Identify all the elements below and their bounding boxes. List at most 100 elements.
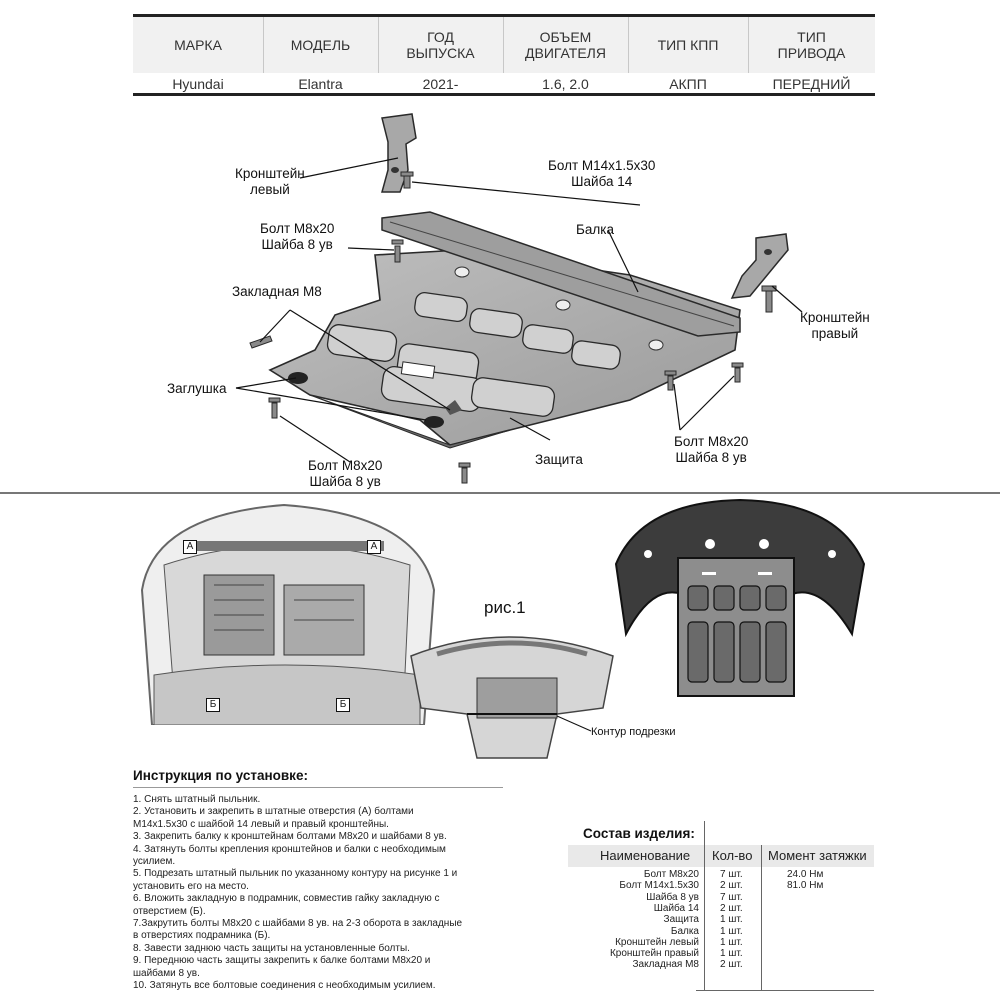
instruction-step: 2. Установить и закрепить в штатные отве…: [133, 806, 414, 830]
label-shield: Защита: [535, 452, 583, 467]
composition-bottom-rule: [696, 990, 874, 991]
instruction-step: 9. Переднюю часть защиты закрепить к бал…: [133, 955, 431, 979]
composition-row: Болт М8х20 7 шт. 24.0 Нм: [568, 869, 874, 880]
label-plug: Заглушка: [167, 381, 227, 396]
instruction-step: 1. Снять штатный пыльник.: [133, 794, 261, 805]
instruction-step: 8. Завести заднюю часть защиты на устано…: [133, 942, 410, 954]
instruction-step: 5. Подрезать штатный пыльник по указанно…: [133, 868, 458, 892]
part-qty: 2 шт.: [720, 959, 743, 971]
instruction-step: 3. Закрепить балку к кронштейнам болтами…: [133, 831, 447, 843]
table-separator: [378, 17, 379, 73]
instructions-list: 1. Снять штатный пыльник. 2. Установить …: [133, 794, 505, 993]
bolt-parts: [249, 171, 777, 484]
spec-value-model: Elantra: [298, 76, 343, 92]
part-qty: 7 шт.: [720, 891, 743, 903]
marker-a-left: А: [183, 540, 197, 554]
spec-value-brand: Hyundai: [172, 76, 224, 92]
spec-column-gearbox: ТИП КПП АКПП: [628, 17, 748, 93]
trim-contour-photo: [407, 618, 617, 768]
beam-part: [381, 211, 741, 337]
section-divider: [0, 492, 1000, 494]
spec-header-gearbox: ТИП КПП: [657, 37, 719, 53]
spec-column-year: ГОД ВЫПУСКА 2021-: [378, 17, 503, 93]
table-separator: [628, 17, 629, 73]
composition-row: Балка 1 шт.: [568, 926, 874, 937]
composition-column-rule: [704, 821, 705, 991]
composition-column-rule: [761, 845, 762, 991]
shield-plate: [268, 249, 741, 449]
composition-row: Болт М14х1.5х30 2 шт. 81.0 Нм: [568, 880, 874, 891]
part-name: Балка: [670, 925, 699, 937]
composition-header-name: Наименование: [600, 848, 691, 863]
composition-row: Шайба 8 ув 7 шт.: [568, 892, 874, 903]
composition-row: Шайба 14 2 шт.: [568, 903, 874, 914]
label-bolt-m8-bottom: Болт М8х20 Шайба 8 ув: [308, 458, 383, 489]
composition-row: Защита 1 шт.: [568, 914, 874, 925]
table-separator: [503, 17, 504, 73]
label-bolt-m8-right: Болт М8х20 Шайба 8 ув: [674, 434, 749, 465]
underside-photo-left: А А Б Б: [134, 495, 440, 726]
composition-title: Состав изделия:: [583, 826, 695, 841]
composition-row: Кронштейн левый 1 шт.: [568, 937, 874, 948]
part-name: Болт М8х20: [643, 869, 699, 880]
part-name: Шайба 8 ув: [646, 891, 699, 903]
spec-column-model: МОДЕЛЬ Elantra: [263, 17, 378, 93]
trim-contour-label: Контур подрезки: [591, 726, 676, 738]
spec-value-year: 2021-: [422, 76, 459, 92]
spec-column-brand: МАРКА Hyundai: [133, 17, 263, 93]
leader-lines: [235, 157, 803, 463]
instructions-rule: [133, 787, 503, 788]
label-insert-m8: Закладная М8: [232, 284, 322, 299]
table-separator: [263, 17, 264, 73]
label-bolt-m8-top: Болт М8х20 Шайба 8 ув: [260, 221, 335, 252]
spec-header-engine: ОБЪЕМ ДВИГАТЕЛЯ: [525, 29, 606, 61]
label-bracket-right: Кронштейн правый: [800, 310, 870, 341]
part-torque: 81.0 Нм: [787, 880, 824, 892]
exploded-assembly-diagram: Кронштейн левый Болт М14х1.5х30 Шайба 14…: [150, 100, 910, 500]
composition-header-qty: Кол-во: [712, 848, 753, 863]
label-beam: Балка: [576, 222, 614, 237]
spec-value-gearbox: АКПП: [669, 76, 707, 92]
composition-row: Кронштейн правый 1 шт.: [568, 948, 874, 959]
left-bracket-part: [381, 113, 417, 193]
label-bolt-m14: Болт М14х1.5х30 Шайба 14: [548, 158, 656, 189]
right-bracket-part: [730, 233, 789, 299]
spec-value-engine: 1.6, 2.0: [542, 76, 589, 92]
part-qty: 1 шт.: [720, 948, 743, 960]
part-torque: 24.0 Нм: [787, 869, 824, 880]
spec-header-brand: МАРКА: [174, 37, 222, 53]
diagram-drawing: [235, 113, 803, 484]
instruction-step: 7.Закрутить болты М8х20 с шайбами 8 ув. …: [133, 918, 463, 942]
instruction-step: 4. Затянуть болты крепления кронштейнов …: [133, 843, 446, 868]
table-top-rule: [133, 14, 875, 17]
instruction-step: 6. Вложить закладную в подрамник, совмес…: [133, 893, 440, 917]
composition-header-torque: Момент затяжки: [768, 848, 867, 863]
part-name: Кронштейн правый: [609, 948, 699, 960]
table-bottom-rule: [133, 93, 875, 96]
part-qty: 2 шт.: [720, 880, 743, 892]
spec-value-drive: ПЕРЕДНИЙ: [772, 76, 851, 92]
spec-header-model: МОДЕЛЬ: [290, 37, 351, 53]
part-qty: 1 шт.: [720, 925, 743, 937]
spec-column-engine: ОБЪЕМ ДВИГАТЕЛЯ 1.6, 2.0: [503, 17, 628, 93]
table-separator: [748, 17, 749, 73]
part-qty: 1 шт.: [720, 936, 743, 948]
spec-header-year: ГОД ВЫПУСКА: [406, 29, 475, 61]
composition-row: Закладная М8 2 шт.: [568, 959, 874, 970]
part-qty: 1 шт.: [720, 914, 743, 926]
part-name: Болт М14х1.5х30: [619, 880, 699, 892]
part-name: Кронштейн левый: [615, 936, 699, 948]
part-qty: 7 шт.: [720, 869, 743, 880]
spec-column-drive: ТИП ПРИВОДА ПЕРЕДНИЙ: [748, 17, 875, 93]
marker-a-right: А: [367, 540, 381, 554]
part-qty: 2 шт.: [720, 902, 743, 914]
part-name: Закладная М8: [632, 959, 700, 971]
part-name: Защита: [663, 914, 699, 926]
vehicle-spec-table: МАРКА Hyundai МОДЕЛЬ Elantra ГОД ВЫПУСКА…: [133, 14, 875, 96]
label-bracket-left: Кронштейн левый: [235, 166, 305, 197]
instruction-step: 10. Затянуть все болтовые соединения с н…: [133, 980, 436, 992]
figure-1-label: рис.1: [484, 598, 526, 617]
marker-b-left: Б: [206, 698, 220, 712]
composition-header-band: [568, 845, 874, 867]
installed-shield-photo: [612, 494, 868, 706]
